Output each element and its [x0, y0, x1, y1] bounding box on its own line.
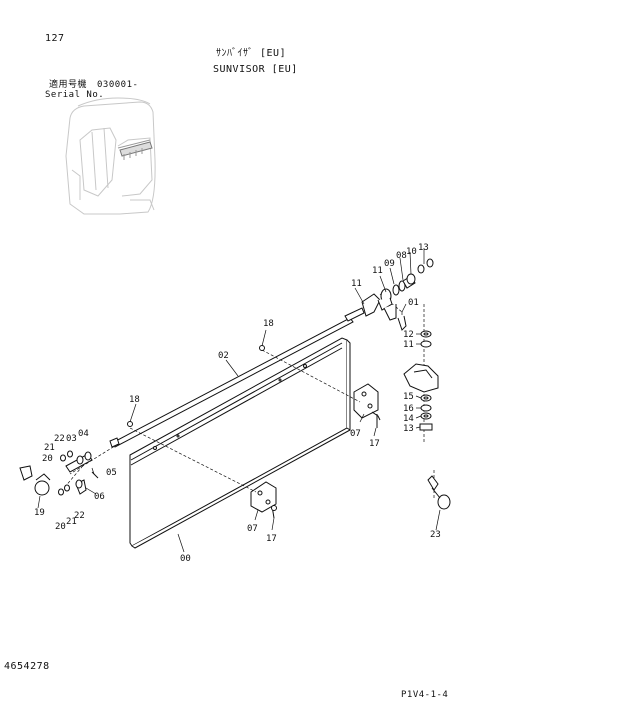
- callout-07-lower: 07: [247, 524, 258, 534]
- left-end-assembly: [19, 450, 99, 496]
- bracket-07-lower: [250, 481, 277, 519]
- callout-16: 16: [403, 404, 414, 414]
- callout-23: 23: [430, 530, 441, 540]
- bracket-07-right: [353, 383, 381, 428]
- callout-06: 06: [94, 492, 105, 502]
- serial-value: 030001-: [97, 80, 139, 90]
- callout-04: 04: [78, 429, 89, 439]
- sheet-code: P1V4-1-4: [401, 690, 449, 700]
- page-number: 127: [45, 33, 65, 44]
- callout-17-lower: 17: [266, 534, 277, 544]
- serial-label-jp: 適用号機: [49, 80, 88, 90]
- callout-01: 01: [408, 298, 419, 308]
- callout-13-lower: 13: [403, 424, 414, 434]
- callout-17-right: 17: [369, 439, 380, 449]
- title-english: SUNVISOR [EU]: [213, 64, 298, 75]
- callout-18-upper: 18: [263, 319, 274, 329]
- callout-14: 14: [403, 414, 414, 424]
- sunvisor-panel-00: [129, 337, 351, 549]
- screws-18: [127, 345, 265, 427]
- callout-leaders: [37, 248, 441, 553]
- callout-11-a: 11: [351, 279, 362, 289]
- callout-09: 09: [384, 259, 395, 269]
- callout-12: 12: [403, 330, 414, 340]
- shaft-02: [109, 307, 365, 448]
- callout-05: 05: [106, 468, 117, 478]
- callout-10: 10: [406, 247, 417, 257]
- callout-15: 15: [403, 392, 414, 402]
- callout-18-lower: 18: [129, 395, 140, 405]
- pivot-assembly: [361, 258, 434, 331]
- knob-23: [427, 475, 451, 510]
- callout-20-upper: 20: [42, 454, 53, 464]
- callout-13-upper: 13: [418, 243, 429, 253]
- callout-11-b: 11: [372, 266, 383, 276]
- callout-20-lower: 20: [55, 522, 66, 532]
- callout-11-c: 11: [403, 340, 414, 350]
- serial-label-en: Serial No.: [45, 90, 105, 100]
- hardware-stack-right: [403, 330, 439, 431]
- callout-19: 19: [34, 508, 45, 518]
- callout-22-lower: 22: [74, 511, 85, 521]
- callout-00: 00: [180, 554, 191, 564]
- callout-07-right: 07: [350, 429, 361, 439]
- title-japanese: ｻﾝﾊﾞｲｻﾞ [EU]: [216, 48, 287, 59]
- callout-08: 08: [396, 251, 407, 261]
- cab-location-thumbnail: [65, 97, 156, 215]
- callout-21-lower: 21: [66, 517, 77, 527]
- drawing-number: 4654278: [4, 661, 50, 672]
- callout-03: 03: [66, 434, 77, 444]
- callout-02: 02: [218, 351, 229, 361]
- callout-22-upper: 22: [54, 434, 65, 444]
- callout-21-upper: 21: [44, 443, 55, 453]
